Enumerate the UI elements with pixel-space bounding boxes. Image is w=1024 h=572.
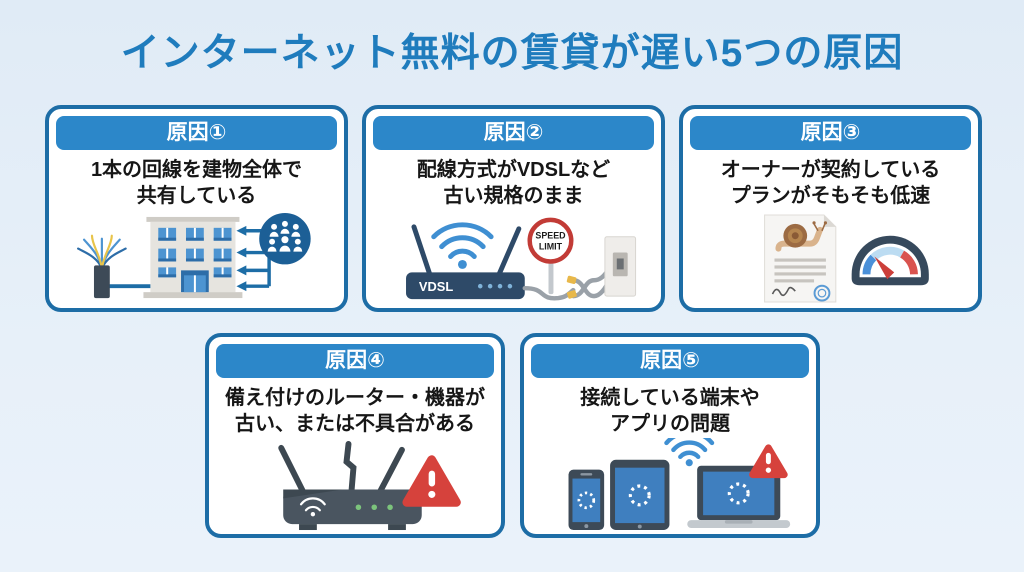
- speed-sign-text-2: LIMIT: [539, 241, 563, 251]
- cause-2-line2: 古い規格のまま: [443, 185, 584, 208]
- devices-illustration: [531, 437, 809, 532]
- speedometer-icon: [851, 235, 929, 286]
- spinner-icon: [577, 491, 595, 510]
- old-router-illustration: [216, 438, 494, 532]
- cause-4-line1: 備え付けのルーター・機器が: [225, 387, 485, 409]
- cause-5-header: 原因⑤: [531, 344, 809, 378]
- gauge-needle-icon: [874, 256, 894, 280]
- warning-icon: [748, 444, 788, 478]
- cause-3-line2: プランがそもそも低速: [730, 185, 931, 208]
- cause-3-text: オーナーが契約している プランがそもそも低速: [690, 157, 971, 210]
- fiber-cable-icon: [76, 234, 127, 298]
- cause-card-2: 原因② 配線方式がVDSLなど 古い規格のまま VDSL: [362, 105, 665, 312]
- vdsl-router-illustration: VDSL: [373, 210, 654, 306]
- speed-sign-text-1: SPEED: [535, 231, 566, 241]
- wall-outlet-icon: [604, 236, 636, 297]
- loading-devices-icon: [568, 437, 790, 530]
- phone-icon: [568, 469, 604, 530]
- cause-card-1: 原因① 1本の回線を建物全体で 共有している: [45, 105, 348, 312]
- vdsl-router-icon: VDSL: [405, 217, 636, 301]
- cause-2-line1: 配線方式がVDSLなど: [416, 159, 611, 181]
- slow-plan-illustration: [690, 210, 971, 306]
- cause-card-4: 原因④ 備え付けのルーター・機器が 古い、または不具合がある: [205, 333, 505, 538]
- cause-3-line1: オーナーが契約している: [720, 159, 941, 181]
- speed-limit-sign-icon: SPEED LIMIT: [527, 217, 574, 295]
- cause-3-header: 原因③: [690, 116, 971, 150]
- wifi-icon: [663, 437, 714, 459]
- router-model-label: VDSL: [419, 279, 453, 294]
- tablet-icon: [609, 459, 670, 530]
- cause-1-text: 1本の回線を建物全体で 共有している: [56, 157, 337, 210]
- building-fiber-residents-icon: [76, 212, 311, 298]
- residents-icon: [258, 212, 311, 265]
- building-icon: [143, 216, 243, 298]
- wifi-icon: [430, 222, 494, 259]
- stamp-icon: [813, 284, 831, 302]
- wifi-glyph-icon: [299, 497, 326, 512]
- page-title: インターネット無料の賃貸が遅い5つの原因: [120, 32, 904, 75]
- cause-4-header: 原因④: [216, 344, 494, 378]
- signature-icon: [771, 286, 796, 297]
- cause-2-header: 原因②: [373, 116, 654, 150]
- twisted-cable-icon: [522, 268, 611, 301]
- snail-icon: [775, 221, 827, 252]
- cause-2-text: 配線方式がVDSLなど 古い規格のまま: [373, 157, 654, 210]
- laptop-icon: [686, 465, 790, 528]
- cause-5-line1: 接続している端末や: [580, 387, 760, 409]
- cause-1-line2: 共有している: [136, 185, 257, 208]
- cause-4-line2: 古い、または不具合がある: [235, 413, 475, 436]
- contract-speedometer-icon: [763, 214, 929, 303]
- cause-1-header: 原因①: [56, 116, 337, 150]
- warning-icon: [402, 455, 461, 507]
- shared-building-illustration: [56, 210, 337, 306]
- cause-card-5: 原因⑤ 接続している端末や アプリの問題: [520, 333, 820, 538]
- cause-5-line2: アプリの問題: [610, 413, 730, 436]
- arrow-icons: [236, 225, 246, 292]
- broken-router-icon: [277, 440, 461, 530]
- cause-card-3: 原因③ オーナーが契約している プランがそもそも低速: [679, 105, 982, 312]
- cause-5-text: 接続している端末や アプリの問題: [531, 385, 809, 438]
- cause-1-line1: 1本の回線を建物全体で: [90, 159, 303, 181]
- cause-4-text: 備え付けのルーター・機器が 古い、または不具合がある: [216, 385, 494, 438]
